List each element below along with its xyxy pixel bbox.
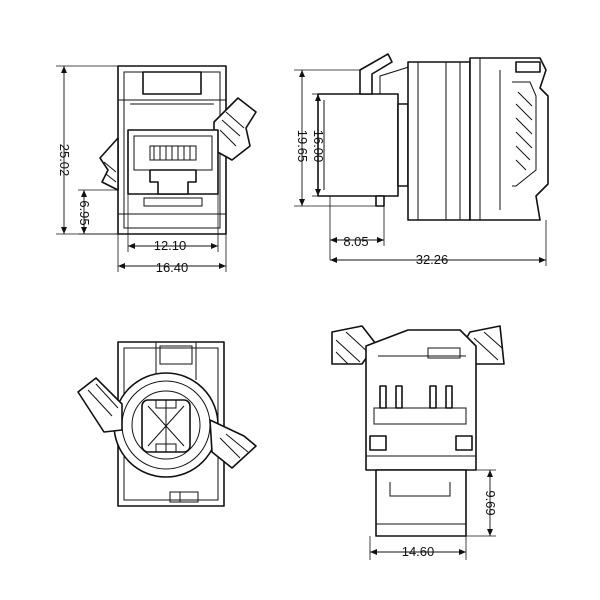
bottom-view: 9.69 14.60	[331, 325, 505, 560]
front-top-latch	[142, 71, 202, 95]
bottom-idc-contacts	[373, 385, 467, 425]
side-view: 19.65 16.00 8.05 32.26	[294, 53, 549, 267]
dim-jack-width: 12.10	[154, 238, 187, 253]
side-main-body	[407, 61, 471, 221]
front-view: 25.02 6.95 12.10 16.40	[56, 65, 257, 275]
dim-bottom-height: 9.69	[483, 490, 498, 515]
dim-side-height-total: 19.65	[295, 130, 310, 163]
dim-front-height: 25.02	[57, 144, 72, 177]
rear-view	[77, 341, 257, 507]
dim-front-width: 16.40	[156, 260, 189, 275]
front-contact-pins	[153, 146, 191, 160]
bottom-main-body	[365, 329, 477, 471]
dim-jack-offset: 6.95	[77, 200, 92, 225]
side-top-hook	[359, 53, 393, 95]
side-front-housing	[317, 93, 399, 197]
bottom-plug-housing	[375, 469, 467, 537]
dim-side-depth-total: 32.26	[416, 252, 449, 267]
rear-lever-arms	[77, 377, 257, 469]
dim-side-height-body: 16.00	[311, 130, 326, 163]
side-rear-cap	[469, 57, 549, 221]
side-rear-hatch	[515, 91, 533, 171]
dim-bottom-width: 14.60	[402, 544, 435, 559]
dim-side-depth-small: 8.05	[343, 234, 368, 249]
